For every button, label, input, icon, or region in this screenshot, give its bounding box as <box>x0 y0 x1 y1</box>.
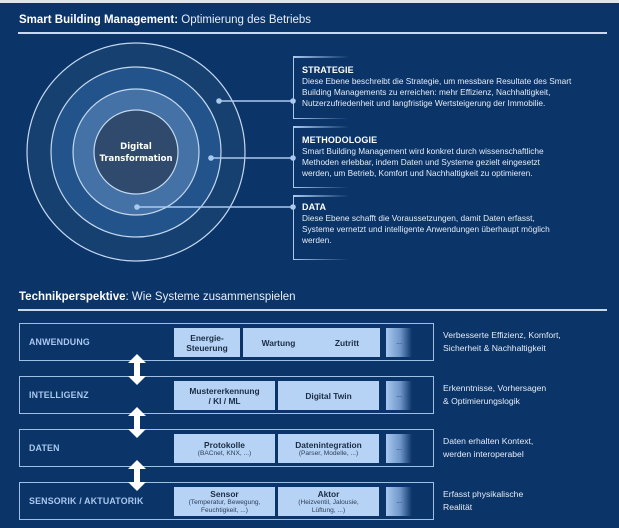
more-components-chip: ... <box>386 328 412 357</box>
section-title-bold: Technikperspektive <box>19 291 126 303</box>
chip-title: Energie- <box>190 332 224 343</box>
double-arrow-icon <box>128 354 146 385</box>
level-box-data: DATA Diese Ebene schafft die Voraussetzu… <box>293 195 594 260</box>
level-text-line: Diese Ebene beschreibt die Strategie, um… <box>302 76 572 86</box>
layer-description: Erkenntnisse, Vorhersagen & Optimierungsl… <box>443 382 546 407</box>
level-box-methodologie: METHODOLOGIE Smart Building Management w… <box>293 126 594 188</box>
level-title: DATA <box>302 202 327 212</box>
connector-dot-data-start <box>134 204 140 210</box>
more-components-chip: ... <box>386 381 412 410</box>
chip-title: Sensor <box>210 488 239 499</box>
level-text-line: Building Managements zu erreichen: mehr … <box>302 87 551 98</box>
double-arrow-icon <box>128 407 146 438</box>
layer-description-line: werden interoperabel <box>443 448 524 459</box>
tech-layer-anwendung: ANWENDUNG Energie-Steuerung Wartung Zutritt… <box>19 323 434 361</box>
chip-subtitle: (Parser, Modelle, ...) <box>298 449 359 457</box>
level-text-line: Diese Ebene schafft die Voraussetzungen,… <box>302 213 535 223</box>
level-box-strategie: STRATEGIE Diese Ebene beschreibt die Str… <box>293 56 594 119</box>
chip-title: Steuerung <box>186 342 228 353</box>
layer-description: Verbesserte Effizienz, Komfort, Sicherhei… <box>443 329 561 354</box>
layer-description: Daten erhalten Kontext, werden interopera… <box>443 435 533 460</box>
component-chip: Datenintegration(Parser, Modelle, ...) <box>278 434 379 463</box>
tech-layer-intelligenz: INTELLIGENZ Mustererkennung/ KI / ML Digit… <box>19 376 434 414</box>
level-text-line: Smart Building Management wird konkret d… <box>302 146 544 156</box>
component-chip: Mustererkennung/ KI / ML <box>174 381 275 410</box>
tech-layer-sensorik-aktuatorik: SENSORIK / AKTUATORIK Sensor(Temperatur, … <box>19 482 434 520</box>
more-components-chip: ... <box>386 434 412 463</box>
chip-subtitle: (Heizventil, Jalousie, <box>298 498 359 506</box>
center-label-line2: Transformation <box>99 154 172 164</box>
component-chip: Protokolle(BACnet, KNX, ...) <box>174 434 275 463</box>
more-components-chip: ... <box>386 487 412 516</box>
chip-title: / KI / ML <box>208 395 241 406</box>
section-title-rest: : Wie Systeme zusammenspielen <box>125 291 296 303</box>
connector-dot-methodologie-start <box>208 155 214 161</box>
chip-subtitle: (Temperatur, Bewegung, <box>188 498 261 506</box>
component-chip: Energie-Steuerung <box>174 328 240 357</box>
chip-subtitle: Feuchtigkeit, ...) <box>201 506 248 514</box>
chip-title: Aktor <box>317 488 340 499</box>
layer-description-line: Realität <box>443 501 473 512</box>
component-chip: Wartung <box>243 328 314 357</box>
layer-label: DATEN <box>29 443 60 453</box>
top-strip <box>0 0 619 3</box>
level-title: STRATEGIE <box>302 65 354 75</box>
chip-title: Mustererkennung <box>189 385 260 396</box>
section-title-rest: Optimierung des Betriebs <box>178 14 312 26</box>
section-divider <box>18 309 607 311</box>
component-chip: Aktor(Heizventil, Jalousie,Lüftung, ...) <box>278 487 379 516</box>
chip-title: Protokolle <box>204 439 245 450</box>
level-text-line: Systeme vernetzt und intelligente Anwend… <box>302 224 550 235</box>
chip-title: Datenintegration <box>295 439 362 450</box>
level-text-line: Nutzerzufriedenheit und langfristige Wer… <box>302 98 546 109</box>
section-title-smart-building: Smart Building Management: Optimierung d… <box>19 14 311 26</box>
chip-title: Wartung <box>261 337 296 348</box>
section-divider <box>18 32 607 34</box>
chip-subtitle: Lüftung, ...) <box>311 506 346 514</box>
layer-label: INTELLIGENZ <box>29 390 89 400</box>
level-text-line: Methoden erlebbar, indem Daten und Syste… <box>302 157 540 168</box>
center-label-line1: Digital <box>120 142 152 152</box>
double-arrow-icon <box>128 460 146 491</box>
ring-center <box>93 109 179 195</box>
layer-description-line: & Optimierungslogik <box>443 395 520 406</box>
section-title-technik: Technikperspektive: Wie Systeme zusammen… <box>19 291 296 303</box>
connector-dot-strategie-start <box>216 98 222 104</box>
layer-description-line: Sicherheit & Nachhaltigkeit <box>443 342 546 353</box>
component-chip: Digital Twin <box>278 381 379 410</box>
layer-description-line: Erkenntnisse, Vorhersagen <box>443 383 547 393</box>
layer-label: ANWENDUNG <box>29 337 90 347</box>
concentric-rings-diagram: Digital Transformation <box>26 42 296 262</box>
layer-label: SENSORIK / AKTUATORIK <box>29 496 144 506</box>
layer-description-line: Erfasst physikalische <box>443 489 524 499</box>
level-text-line: werden. <box>302 235 332 246</box>
level-title: METHODOLOGIE <box>302 135 378 145</box>
chip-title: Digital Twin <box>305 390 352 401</box>
level-text-line: werden, um Betrieb, Komfort und Nachhalt… <box>302 168 533 179</box>
layer-description-line: Daten erhalten Kontext, <box>443 436 534 446</box>
component-chip: Zutritt <box>314 328 380 357</box>
layer-description-line: Verbesserte Effizienz, Komfort, <box>443 330 561 340</box>
chip-title: Zutritt <box>334 337 360 348</box>
component-chip: Sensor(Temperatur, Bewegung,Feuchtigkeit… <box>174 487 275 516</box>
section-title-bold: Smart Building Management: <box>19 14 179 26</box>
chip-subtitle: (BACnet, KNX, ...) <box>197 449 252 457</box>
